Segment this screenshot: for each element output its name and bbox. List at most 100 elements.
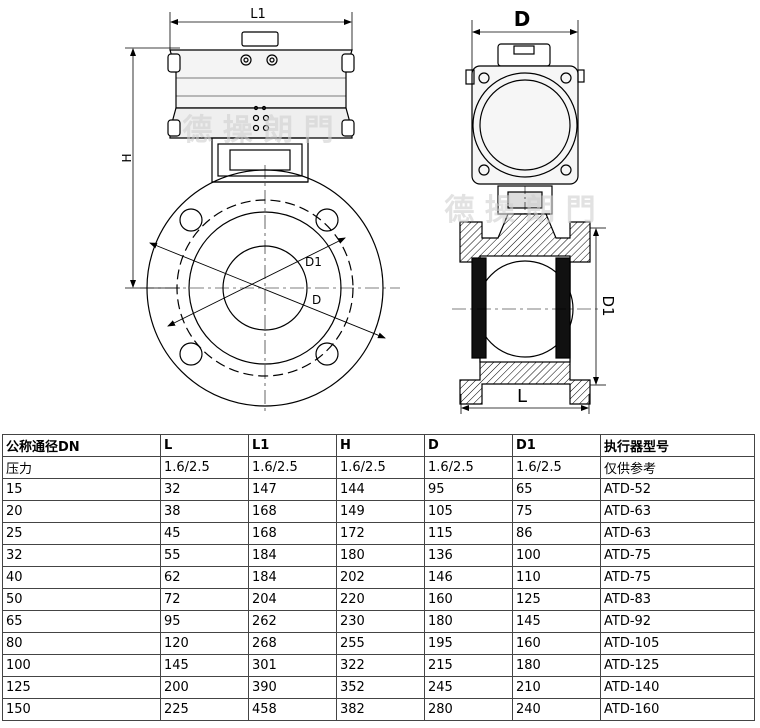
table-cell: 125 bbox=[2, 676, 161, 699]
column-header: 执行器型号 bbox=[600, 434, 755, 457]
column-header: 公称通径DN bbox=[2, 434, 161, 457]
table-cell: 184 bbox=[248, 566, 337, 589]
table-cell: 120 bbox=[160, 632, 249, 655]
table-cell: 145 bbox=[160, 654, 249, 677]
column-header: L1 bbox=[248, 434, 337, 457]
table-cell: 255 bbox=[336, 632, 425, 655]
table-cell: 95 bbox=[160, 610, 249, 633]
column-header: D bbox=[424, 434, 513, 457]
table-cell: 215 bbox=[424, 654, 513, 677]
table-cell: 125 bbox=[512, 588, 601, 611]
column-header: D1 bbox=[512, 434, 601, 457]
table-cell: 86 bbox=[512, 522, 601, 545]
table-cell: 15 bbox=[2, 478, 161, 501]
table-cell: 65 bbox=[2, 610, 161, 633]
watermark-side: 德 操 朗 門 bbox=[444, 193, 595, 228]
table-cell: 仅供参考 bbox=[600, 456, 755, 479]
table-cell: 180 bbox=[424, 610, 513, 633]
table-cell: 136 bbox=[424, 544, 513, 567]
table-cell: 32 bbox=[2, 544, 161, 567]
table-cell: 245 bbox=[424, 676, 513, 699]
table-cell: 230 bbox=[336, 610, 425, 633]
table-cell: ATD-140 bbox=[600, 676, 755, 699]
table-cell: ATD-83 bbox=[600, 588, 755, 611]
dimension-label-d1: D1 bbox=[305, 255, 322, 269]
table-cell: 1.6/2.5 bbox=[424, 456, 513, 479]
table-cell: 382 bbox=[336, 698, 425, 721]
dimension-label-d: D bbox=[312, 293, 321, 307]
table-cell: ATD-125 bbox=[600, 654, 755, 677]
table-cell: 38 bbox=[160, 500, 249, 523]
table-cell: 145 bbox=[512, 610, 601, 633]
table-cell: ATD-75 bbox=[600, 566, 755, 589]
table-cell: 458 bbox=[248, 698, 337, 721]
table-cell: 压力 bbox=[2, 456, 161, 479]
table-cell: 95 bbox=[424, 478, 513, 501]
table-cell: 180 bbox=[512, 654, 601, 677]
table-cell: 210 bbox=[512, 676, 601, 699]
dimension-label-d-side: D bbox=[514, 7, 531, 31]
table-cell: 150 bbox=[2, 698, 161, 721]
table-cell: ATD-105 bbox=[600, 632, 755, 655]
table-cell: 100 bbox=[2, 654, 161, 677]
dimension-label-l: L bbox=[517, 386, 527, 407]
table-cell: 301 bbox=[248, 654, 337, 677]
table-cell: 1.6/2.5 bbox=[160, 456, 249, 479]
table-cell: 390 bbox=[248, 676, 337, 699]
technical-drawing: L1 H bbox=[120, 7, 617, 414]
table-cell: 220 bbox=[336, 588, 425, 611]
table-cell: 40 bbox=[2, 566, 161, 589]
table-cell: 160 bbox=[512, 632, 601, 655]
table-cell: 100 bbox=[512, 544, 601, 567]
table-header-row: 公称通径DN L L1 H D D1 执行器型号 bbox=[2, 434, 755, 457]
table-cell: ATD-160 bbox=[600, 698, 755, 721]
table-cell: 146 bbox=[424, 566, 513, 589]
table-cell: ATD-63 bbox=[600, 500, 755, 523]
watermark-front: 德 操 朗 門 bbox=[182, 113, 333, 148]
dimension-label-l1: L1 bbox=[250, 7, 266, 22]
dimension-label-h: H bbox=[120, 153, 134, 162]
table-cell: 50 bbox=[2, 588, 161, 611]
table-cell: 168 bbox=[248, 522, 337, 545]
table-cell: 45 bbox=[160, 522, 249, 545]
table-cell: 200 bbox=[160, 676, 249, 699]
table-cell: 268 bbox=[248, 632, 337, 655]
table-cell: 202 bbox=[336, 566, 425, 589]
table-cell: 204 bbox=[248, 588, 337, 611]
table-cell: 115 bbox=[424, 522, 513, 545]
table-cell: 168 bbox=[248, 500, 337, 523]
side-view: D D1 L bbox=[452, 7, 617, 414]
table-cell: ATD-75 bbox=[600, 544, 755, 567]
table-cell: ATD-63 bbox=[600, 522, 755, 545]
table-cell: 62 bbox=[160, 566, 249, 589]
table-cell: 32 bbox=[160, 478, 249, 501]
column-header: H bbox=[336, 434, 425, 457]
table-cell: 105 bbox=[424, 500, 513, 523]
table-cell: 280 bbox=[424, 698, 513, 721]
table-cell: ATD-92 bbox=[600, 610, 755, 633]
table-cell: 25 bbox=[2, 522, 161, 545]
table-cell: 240 bbox=[512, 698, 601, 721]
table-cell: 180 bbox=[336, 544, 425, 567]
table-cell: 147 bbox=[248, 478, 337, 501]
table-cell: 55 bbox=[160, 544, 249, 567]
table-cell: 110 bbox=[512, 566, 601, 589]
table-cell: 160 bbox=[424, 588, 513, 611]
table-cell: 1.6/2.5 bbox=[336, 456, 425, 479]
table-cell: 322 bbox=[336, 654, 425, 677]
dimension-label-d1-side: D1 bbox=[599, 295, 617, 316]
